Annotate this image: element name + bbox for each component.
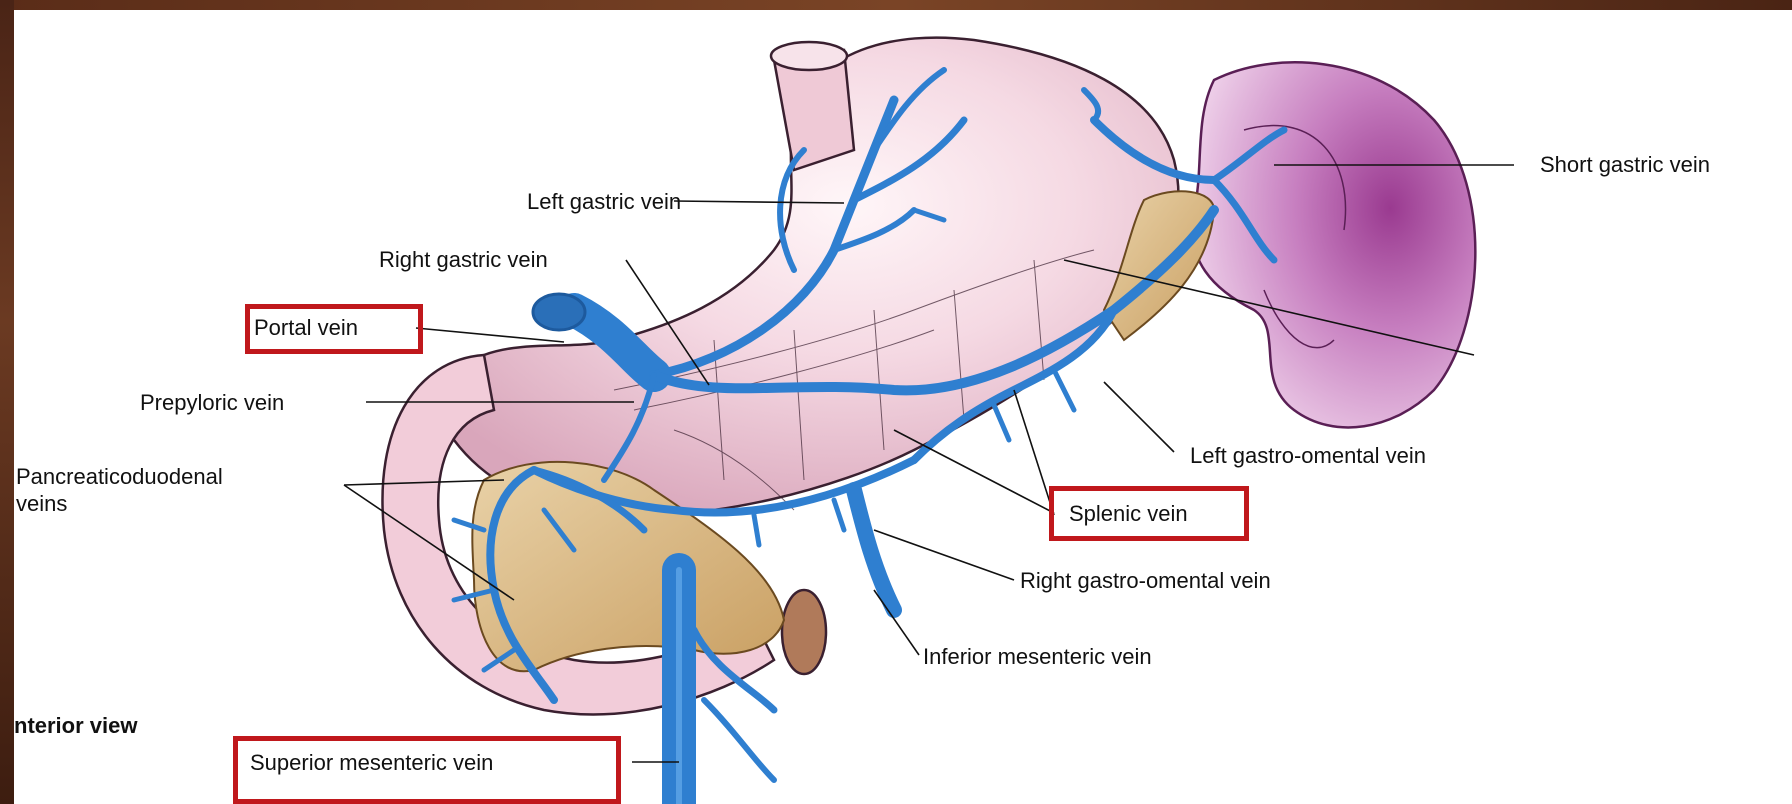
spleen-shape — [1192, 62, 1475, 427]
diagram-canvas: Short gastric vein Left gastric vein Rig… — [14, 10, 1792, 804]
label-inferior-mesenteric-vein: Inferior mesenteric vein — [923, 645, 1152, 669]
image-frame-left — [0, 0, 14, 804]
inferior-mesenteric-vein — [854, 490, 894, 610]
label-splenic-vein: Splenic vein — [1069, 502, 1188, 526]
label-pancreaticoduodenal: Pancreaticoduodenal — [16, 465, 223, 489]
label-right-gastro-omental-vein: Right gastro-omental vein — [1020, 569, 1271, 593]
label-left-gastro-omental-vein: Left gastro-omental vein — [1190, 444, 1426, 468]
label-prepyloric-vein: Prepyloric vein — [140, 391, 284, 415]
label-short-gastric-vein: Short gastric vein — [1540, 153, 1710, 177]
image-frame-top — [0, 0, 1792, 10]
view-caption: nterior view — [14, 713, 137, 739]
label-left-gastric-vein: Left gastric vein — [527, 190, 681, 214]
label-superior-mesenteric-vein: Superior mesenteric vein — [250, 751, 493, 775]
label-right-gastric-vein: Right gastric vein — [379, 248, 548, 272]
label-portal-vein: Portal vein — [254, 316, 358, 340]
label-pancreaticoduodenal-veins: veins — [16, 492, 67, 516]
